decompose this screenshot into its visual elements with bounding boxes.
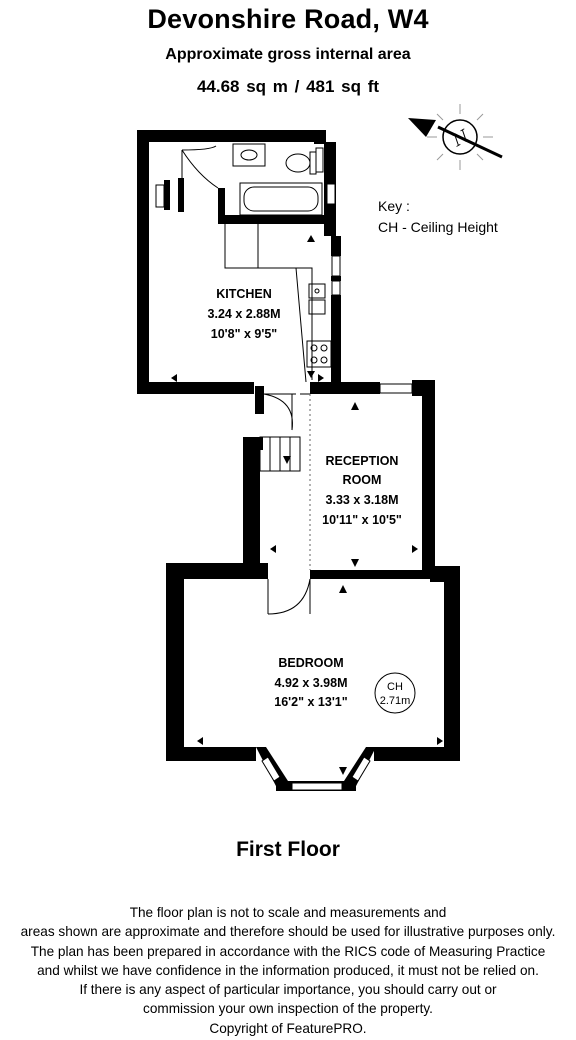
reception-name-line2: ROOM	[343, 473, 382, 487]
key-heading: Key :	[378, 198, 410, 214]
ceiling-height-label: CH	[387, 681, 403, 693]
compass-icon: N	[408, 104, 503, 170]
bedroom-metric: 4.92 x 3.98M	[275, 676, 348, 690]
disclaimer: The floor plan is not to scale and measu…	[0, 903, 576, 1038]
disclaimer-line: Copyright of FeaturePRO.	[209, 1020, 367, 1036]
floor-plan: N	[137, 104, 503, 791]
disclaimer-line: commission your own inspection of the pr…	[143, 1001, 433, 1017]
reception-label: RECEPTION ROOM 3.33 x 3.18M 10'11" x 10'…	[322, 454, 402, 527]
disclaimer-line: areas shown are approximate and therefor…	[20, 924, 556, 940]
kitchen-imperial: 10'8" x 9'5"	[211, 327, 278, 341]
kitchen-metric: 3.24 x 2.88M	[208, 307, 281, 321]
bedroom-name: BEDROOM	[278, 656, 343, 670]
plan-key: Key : CH - Ceiling Height	[378, 196, 498, 238]
page-title: Devonshire Road, W4	[147, 4, 429, 34]
reception-metric: 3.33 x 3.18M	[326, 493, 399, 507]
kitchen-label: KITCHEN 3.24 x 2.88M 10'8" x 9'5"	[208, 287, 281, 341]
bedroom-label: BEDROOM 4.92 x 3.98M 16'2" x 13'1"	[274, 656, 347, 709]
ceiling-height-marker: CH 2.71m	[374, 672, 416, 714]
dimension-arrows	[171, 235, 443, 775]
windows	[261, 147, 413, 791]
ceiling-height-value: 2.71m	[380, 695, 411, 707]
disclaimer-line: The plan has been prepared in accordance…	[30, 943, 546, 959]
fixtures	[155, 143, 332, 615]
reception-name-line1: RECEPTION	[326, 454, 399, 468]
floor-name: First Floor	[236, 838, 340, 861]
kitchen-name: KITCHEN	[216, 287, 272, 301]
reception-imperial: 10'11" x 10'5"	[322, 513, 402, 527]
bedroom-imperial: 16'2" x 13'1"	[274, 695, 347, 709]
disclaimer-line: The floor plan is not to scale and measu…	[129, 905, 447, 920]
area-subtitle: Approximate gross internal area	[165, 46, 411, 63]
key-entry-ceiling-height: CH - Ceiling Height	[378, 219, 498, 235]
disclaimer-line: If there is any aspect of particular imp…	[79, 982, 497, 998]
gross-area: 44.68 sq m / 481 sq ft	[196, 77, 380, 96]
disclaimer-line: and whilst we have confidence in the inf…	[37, 962, 539, 978]
